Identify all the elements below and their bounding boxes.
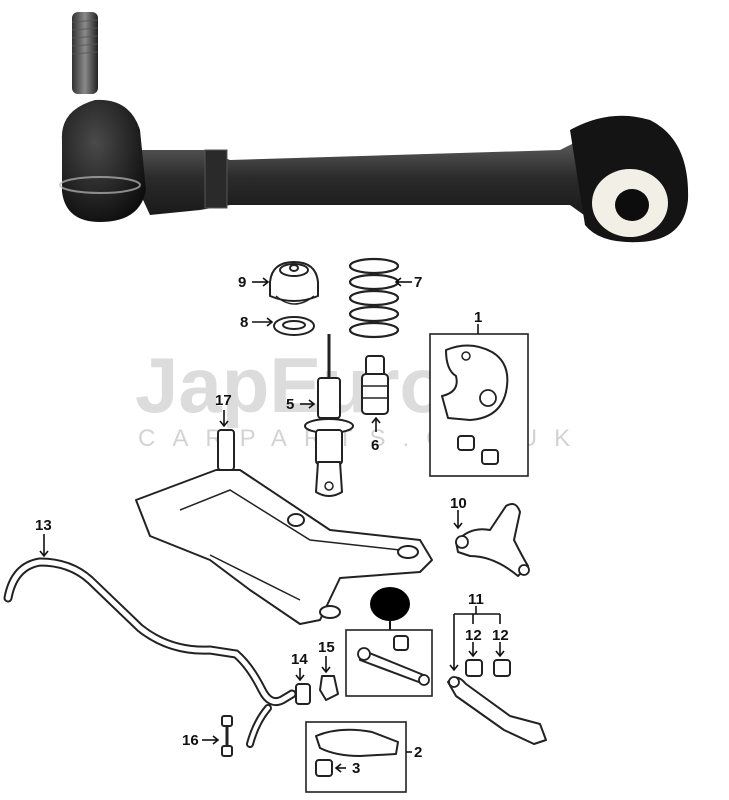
- callout-8: 8: [240, 314, 248, 331]
- shock-absorber: [304, 334, 354, 497]
- stabilizer-bushing-14: [295, 683, 311, 705]
- seat-washer: [273, 316, 315, 336]
- stabilizer-bar: [3, 557, 297, 748]
- callout-13: 13: [35, 517, 52, 534]
- leader-lines: [39, 277, 505, 773]
- callout-10: 10: [450, 495, 467, 512]
- callout-14: 14: [291, 651, 308, 668]
- callout-12-left: 12: [465, 627, 482, 644]
- callout-17: 17: [215, 392, 232, 409]
- rear-subframe: [135, 429, 433, 625]
- arm-body: [120, 130, 612, 235]
- upper-arm-10: [455, 503, 530, 577]
- upper-link-highlight: [345, 587, 433, 697]
- knuckle-assembly: [429, 333, 529, 477]
- ball-joint: [61, 99, 146, 222]
- callout-15: 15: [318, 639, 335, 656]
- strut-mount: [269, 261, 319, 305]
- callout-12-right: 12: [492, 627, 509, 644]
- callout-16: 16: [182, 732, 199, 749]
- watermark-brand: JapEuro: [135, 341, 447, 429]
- lower-arm-box: [305, 721, 407, 793]
- callout-7: 7: [414, 274, 422, 291]
- lower-arm-11: [447, 659, 547, 745]
- stabilizer-clamp-15: [319, 675, 339, 701]
- callout-5: 5: [286, 396, 294, 413]
- callout-11: 11: [468, 591, 484, 608]
- callout-labels: 1 2 3 5 6 7 8 9 10 11 12 12 13 14 15 16 …: [35, 274, 509, 777]
- callout-9: 9: [238, 274, 246, 291]
- callout-3: 3: [352, 760, 360, 777]
- stabilizer-link-16: [221, 715, 233, 757]
- coil-spring: [348, 257, 400, 339]
- callout-2: 2: [414, 744, 422, 761]
- bump-stop: [361, 355, 389, 415]
- callout-1: 1: [474, 309, 482, 326]
- callout-6: 6: [371, 437, 379, 454]
- upper-control-arm-photo: [59, 12, 689, 243]
